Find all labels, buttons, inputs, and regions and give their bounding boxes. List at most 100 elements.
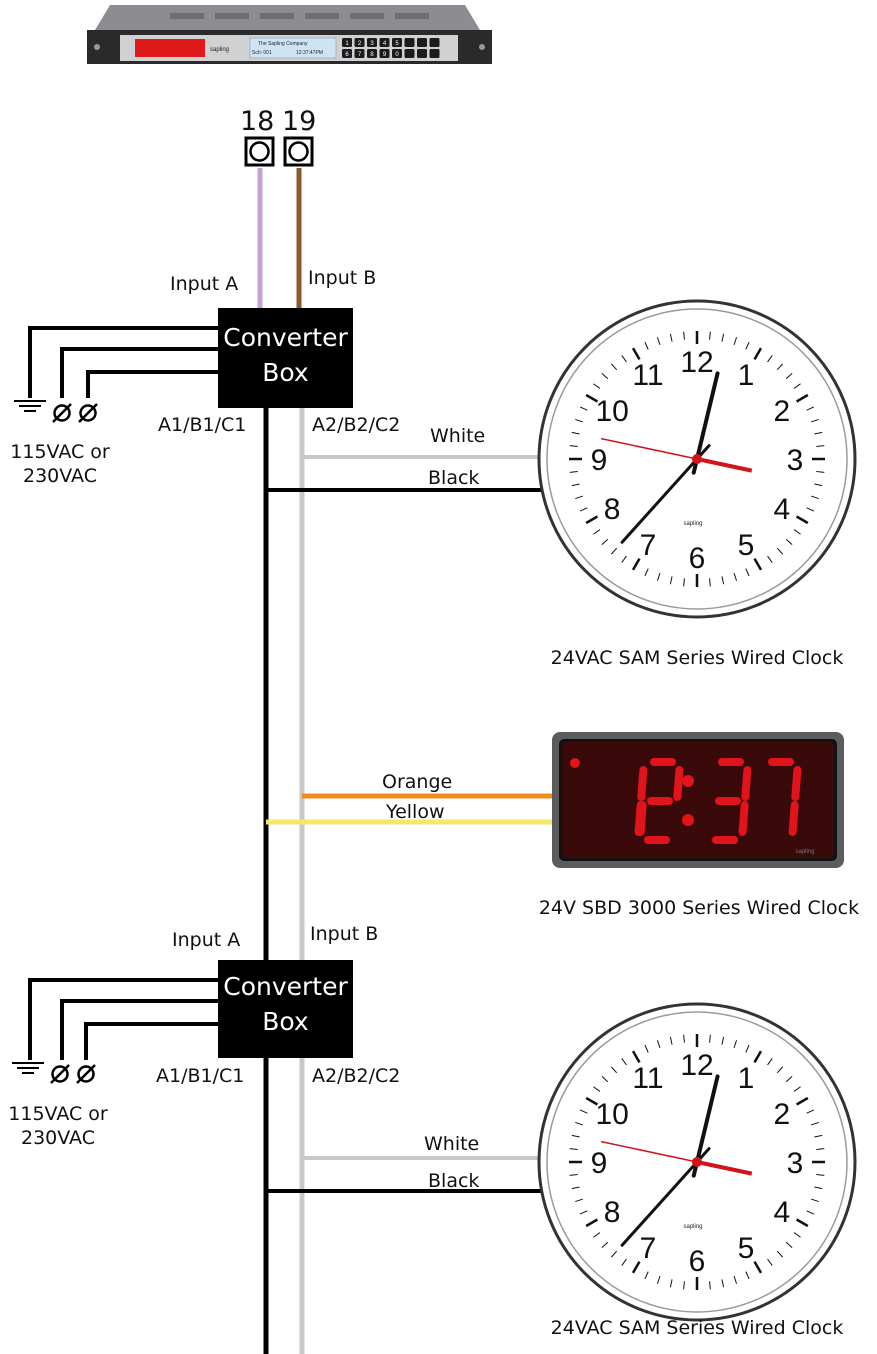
clock-tick [571,431,580,435]
clock-tick [575,418,584,423]
wire-label-black2: Black [428,1170,479,1192]
clock-tick [575,495,584,500]
clock-tick [593,383,601,389]
clock-tick [753,1050,763,1064]
clock-tick [721,333,725,342]
clock-tick [644,1271,649,1280]
master-clock-unit: sapling The Sapling Company Sch: 001 12:… [87,5,492,64]
clock-tick [569,471,578,473]
seven-segment [673,766,684,801]
master-lcd [249,37,337,59]
clock-tick [610,363,618,371]
lcd-line2-left: Sch: 001 [252,50,272,56]
clock-brand: sapling [683,1224,702,1230]
converter-top-line1: Converter [223,323,348,352]
keypad-key [429,38,440,47]
clock-tick [795,1096,809,1106]
clock-tick [683,1281,685,1290]
clock-number: 1 [738,359,755,392]
clock-tick [683,331,685,340]
converter-box-top: Converter Box [218,308,353,408]
wire-label-orange: Orange [382,771,452,793]
clock-tick [793,1086,801,1092]
keypad-key [354,49,365,58]
clock-tick [579,507,588,512]
clock-number: 9 [591,444,608,477]
converter-bottom-input-a: Input A [172,929,240,951]
terminal-18-label: 18 [240,106,274,137]
clock-number: 3 [787,1147,804,1180]
clock-tick [793,529,801,535]
clock-number: 12 [680,346,713,379]
terminal-screw-icon [52,403,72,423]
power-top-line2: 230VAC [23,465,97,487]
clock-tick [631,1050,641,1064]
clock-tick [795,515,809,525]
clock-tick [571,1186,580,1190]
clock-number: 9 [591,1147,608,1180]
clock-tick [593,1086,601,1092]
keypad-key-label: 3 [370,41,374,47]
clock-tick [795,393,809,403]
clock-tick [593,529,601,535]
keypad-key-label: 6 [345,52,349,58]
clock-tick [621,1258,627,1266]
clock-tick [579,406,588,411]
wire-label-yellow: Yellow [385,801,445,823]
keypad-key-label: 5 [395,41,399,47]
clock-tick [814,1186,823,1190]
clock-tick [753,557,763,571]
keypad-key-label: 0 [395,52,399,58]
clock-tick [785,1075,793,1083]
clock-tick [709,578,711,587]
clock-tick [814,483,823,487]
clock-tick [601,372,609,380]
seven-segment [636,801,647,836]
converter-box-bottom: Converter Box [218,960,353,1058]
clock-tick [814,1134,823,1138]
keypad-key-label: 2 [358,41,362,47]
clock-tick [709,1034,711,1043]
clock-tick [709,1281,711,1290]
clock-tick [810,1121,819,1126]
pm-indicator-dot [570,758,580,768]
clock-tick [610,547,618,555]
seven-segment [637,766,648,801]
clock1-caption: 24VAC SAM Series Wired Clock [551,647,844,669]
clock-tick [767,355,773,363]
clock-tick [579,1109,588,1114]
ground-icon [14,400,46,412]
digital-clock-display [634,758,802,844]
clock-center-cap [692,1157,702,1167]
terminal-18 [244,136,275,167]
terminal-screw-icon [50,1064,70,1084]
clock-tick [776,1250,784,1258]
keypad-key [392,49,402,58]
clock-tick [621,555,627,563]
converter-bottom-out2: A2/B2/C2 [312,1065,400,1087]
clock-tick [569,1148,578,1150]
clock-tick [810,418,819,423]
clock-tick [733,1040,738,1049]
clock-tick [601,1075,609,1083]
clock-tick [745,1044,750,1053]
clock-tick [569,445,578,447]
lcd-line2-right: 12:37:47PM [296,50,323,56]
clock-tick [721,576,725,585]
clock-tick [776,363,784,371]
power-top-line1: 115VAC or [10,441,110,463]
clock-tick [644,341,649,350]
keypad-key [404,38,415,47]
ground-icon [12,1062,44,1074]
clock-tick [810,495,819,500]
converter-bottom-line2: Box [262,1007,308,1036]
clock-tick [753,1260,763,1274]
clock-tick [683,578,685,587]
terminal-screw-icon [78,403,98,423]
clock-tick [806,1210,815,1215]
clock-tick [631,1260,641,1274]
clock-tick [593,1232,601,1238]
clock-number: 12 [680,1049,713,1082]
clock-tick [631,557,641,571]
